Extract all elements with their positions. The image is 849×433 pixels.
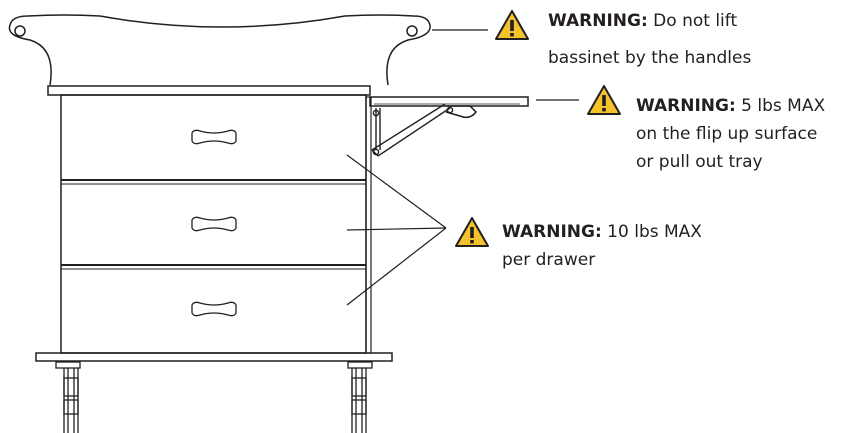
cabinet-body	[60, 94, 367, 354]
drawer-3-handle	[191, 301, 237, 317]
warning-line: 5 lbs MAX	[736, 96, 826, 116]
left-handle-hole	[14, 25, 26, 37]
warning-triangle-icon	[495, 10, 529, 40]
warning-triangle-icon	[455, 217, 489, 247]
warning-handles-line2: bassinet by the handles	[548, 48, 751, 68]
drawer-2-handle	[191, 216, 237, 232]
warning-drawer-text: WARNING: 10 lbs MAX	[502, 222, 702, 242]
warning-label: WARNING:	[548, 11, 648, 31]
warning-drawer-line2: per drawer	[502, 250, 595, 270]
bassinet-top	[8, 14, 431, 86]
warning-line: Do not lift	[648, 11, 738, 31]
drawer-1-handle	[191, 129, 237, 145]
warning-label: WARNING:	[502, 222, 602, 242]
cart-base	[35, 352, 393, 362]
warning-flip-surface-text: WARNING: 5 lbs MAX	[636, 96, 825, 116]
warning-triangle-icon	[587, 85, 621, 115]
warning-label: WARNING:	[636, 96, 736, 116]
warning-flip-surface-line2: on the flip up surface	[636, 124, 817, 144]
right-leg	[347, 361, 373, 433]
warning-line: 10 lbs MAX	[602, 222, 703, 242]
right-handle-hole	[406, 25, 418, 37]
callout-line-drawer-1	[346, 154, 447, 229]
callout-line-drawer-2	[346, 227, 447, 231]
callout-line-drawer-3	[346, 227, 447, 306]
left-leg	[55, 361, 81, 433]
flip-up-surface	[369, 96, 529, 119]
warning-handles-text: WARNING: Do not lift	[548, 11, 737, 31]
cart-top-rim	[47, 85, 371, 96]
support-bracket	[371, 103, 454, 157]
warning-flip-surface-line3: or pull out tray	[636, 152, 763, 172]
